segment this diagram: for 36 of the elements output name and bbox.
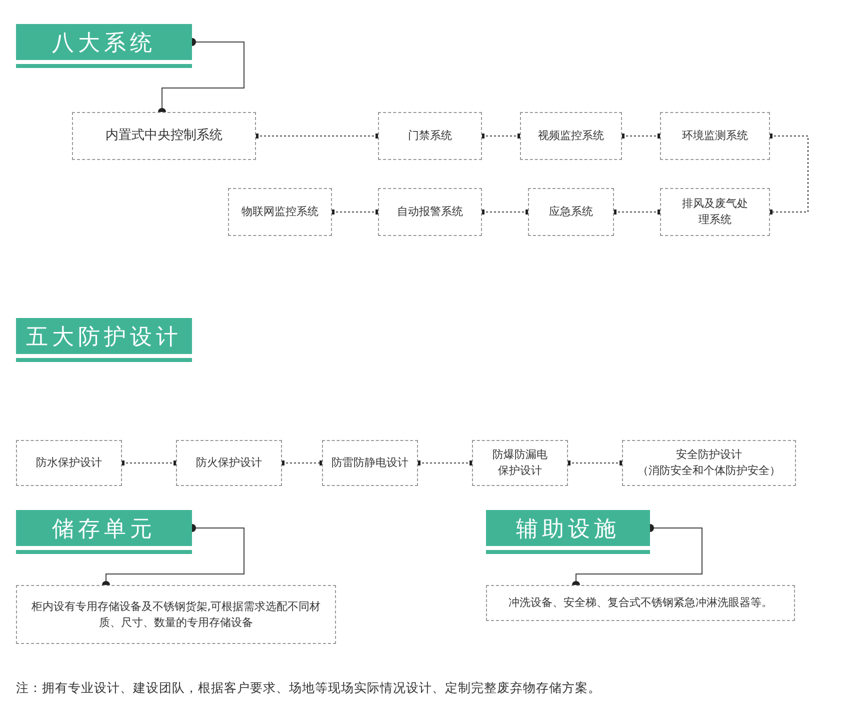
box-text: 防火保护设计 bbox=[196, 455, 262, 471]
box-text: 自动报警系统 bbox=[397, 204, 463, 220]
box-text: 柜内设有专用存储设备及不锈钢货架,可根据需求选配不同材质、尺寸、数量的专用存储设备 bbox=[30, 598, 322, 630]
process-box bbox=[486, 585, 795, 621]
box-text: （消防安全和个体防护安全） bbox=[638, 463, 780, 479]
box-text: 冲洗设备、安全梯、复合式不锈钢紧急冲淋洗眼器等。 bbox=[508, 595, 772, 611]
box-text: 安全防护设计 bbox=[676, 447, 742, 463]
process-box bbox=[520, 112, 622, 160]
note-text: 注：拥有专业设计、建设团队，根据客户要求、场地等现场实际情况设计、定制完整废弃物存储方案。 bbox=[16, 680, 601, 697]
process-box bbox=[72, 112, 256, 160]
box-text: 内置式中央控制系统 bbox=[106, 126, 222, 145]
box-text: 环境监测系统 bbox=[682, 128, 748, 144]
process-box bbox=[622, 440, 796, 486]
box-text: 物联网监控系统 bbox=[242, 204, 318, 220]
box-text: 应急系统 bbox=[549, 204, 593, 220]
process-box bbox=[660, 188, 770, 236]
process-box bbox=[228, 188, 332, 236]
process-box bbox=[378, 112, 482, 160]
process-box bbox=[528, 188, 614, 236]
box-text: 视频监控系统 bbox=[538, 128, 604, 144]
section-header: 储存单元 bbox=[16, 510, 192, 554]
box-text: 防雷防静电设计 bbox=[332, 455, 408, 471]
process-box bbox=[322, 440, 418, 486]
section-header: 八大系统 bbox=[16, 24, 192, 68]
process-box bbox=[16, 585, 336, 644]
section-header: 辅助设施 bbox=[486, 510, 650, 554]
section-header: 五大防护设计 bbox=[16, 318, 192, 362]
process-box bbox=[16, 440, 122, 486]
box-text: 排风及废气处理系统 bbox=[681, 196, 749, 228]
box-text: 防爆防漏电保护设计 bbox=[492, 447, 548, 479]
process-box bbox=[472, 440, 568, 486]
box-text: 防水保护设计 bbox=[36, 455, 102, 471]
box-text: 门禁系统 bbox=[408, 128, 452, 144]
process-box bbox=[176, 440, 282, 486]
process-box bbox=[378, 188, 482, 236]
process-box bbox=[660, 112, 770, 160]
